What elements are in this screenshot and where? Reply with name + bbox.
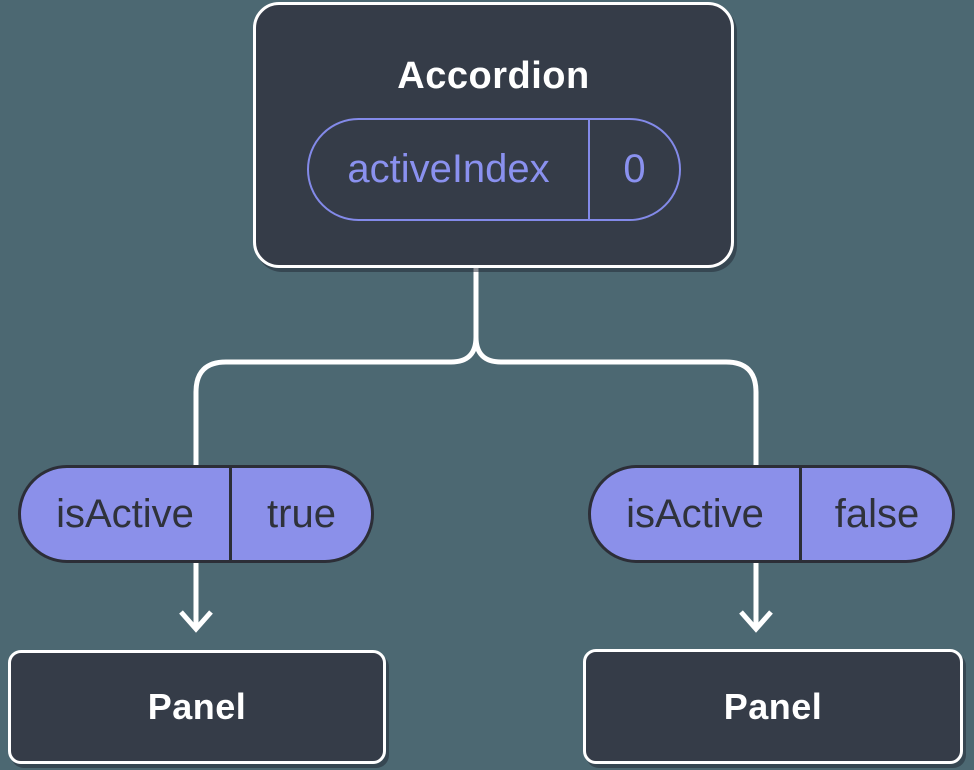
panel-node-title: Panel (147, 686, 247, 727)
connector-path-left (193, 266, 479, 626)
prop-pill-name: isActive (21, 468, 232, 560)
state-pill-value: 0 (623, 147, 646, 191)
accordion-node-title: Accordion (397, 55, 590, 97)
prop-pill-value: false (834, 491, 920, 536)
prop-pill-isactive-false: isActive false (588, 465, 955, 563)
arrowhead-down-icon (179, 610, 213, 633)
prop-pill-value: true (267, 491, 336, 536)
panel-node-left: Panel (8, 650, 386, 764)
panel-node-right: Panel (583, 649, 963, 764)
prop-pill-name: isActive (591, 468, 802, 560)
connector-path-right (473, 266, 759, 626)
panel-node-title: Panel (723, 685, 823, 727)
state-pill-name: activeIndex (309, 120, 590, 219)
state-pill-activeindex: activeIndex 0 (307, 118, 681, 221)
arrowhead-down-icon (739, 610, 773, 633)
accordion-node: Accordion activeIndex 0 (253, 2, 734, 268)
prop-pill-isactive-true: isActive true (18, 465, 374, 563)
